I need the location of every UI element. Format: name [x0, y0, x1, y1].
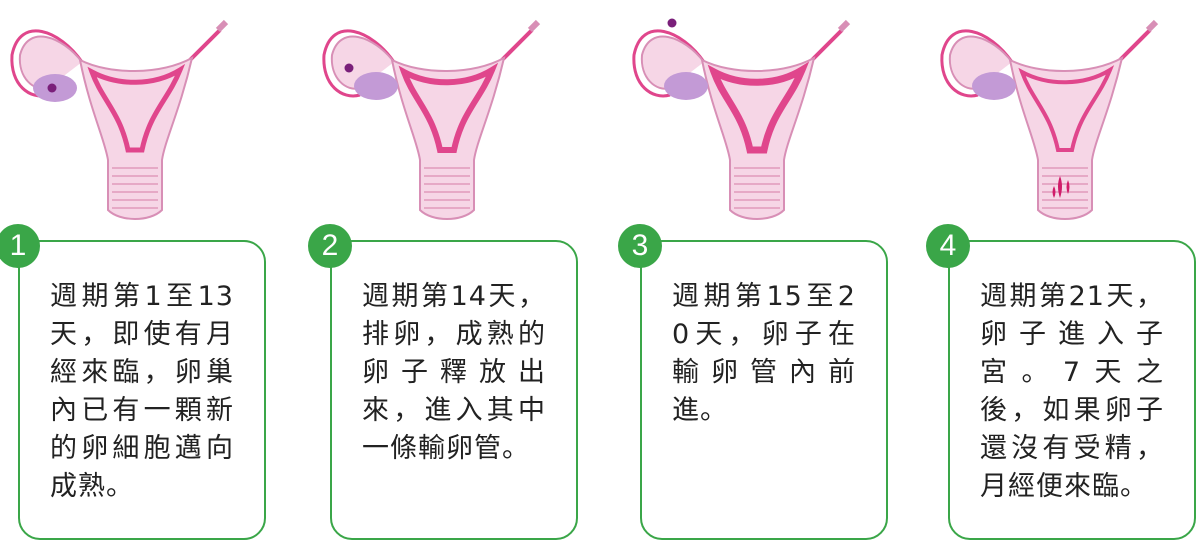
step-number-badge: 4 [926, 224, 970, 268]
step-number-badge: 3 [618, 224, 662, 268]
step-panel-4: 4 週期第21天，卵子進入子宮。7天之後，如果卵子還沒有受精，月經便來臨。 [930, 0, 1197, 521]
ovary [354, 72, 398, 100]
step-description: 週期第14天，排卵，成熟的卵子釋放出來，進入其中一條輸卵管。 [362, 278, 546, 468]
egg [345, 64, 354, 73]
uterus-illustration-1 [0, 0, 270, 230]
step-description: 週期第15至20天，卵子在輸卵管內前進。 [672, 278, 856, 430]
step-panel-3: 3 週期第15至20天，卵子在輸卵管內前進。 [622, 0, 892, 521]
step-description: 週期第1至13天，即使有月經來臨，卵巢內已有一顆新的卵細胞邁向成熟。 [50, 278, 234, 506]
uterus-illustration-3 [622, 0, 892, 230]
step-card-4: 4 週期第21天，卵子進入子宮。7天之後，如果卵子還沒有受精，月經便來臨。 [948, 240, 1196, 540]
step-description: 週期第21天，卵子進入子宮。7天之後，如果卵子還沒有受精，月經便來臨。 [980, 278, 1164, 506]
step-number-badge: 2 [308, 224, 352, 268]
uterus-illustration-4 [930, 0, 1197, 230]
step-card-2: 2 週期第14天，排卵，成熟的卵子釋放出來，進入其中一條輸卵管。 [330, 240, 578, 540]
egg [668, 19, 677, 28]
ovary [972, 72, 1016, 100]
step-card-1: 1 週期第1至13天，即使有月經來臨，卵巢內已有一顆新的卵細胞邁向成熟。 [18, 240, 266, 540]
step-panel-1: 1 週期第1至13天，即使有月經來臨，卵巢內已有一顆新的卵細胞邁向成熟。 [0, 0, 270, 521]
egg [48, 84, 57, 93]
uterus-illustration-2 [312, 0, 582, 230]
ovary [664, 72, 708, 100]
step-panel-2: 2 週期第14天，排卵，成熟的卵子釋放出來，進入其中一條輸卵管。 [312, 0, 582, 521]
step-card-3: 3 週期第15至20天，卵子在輸卵管內前進。 [640, 240, 888, 540]
step-number-badge: 1 [0, 224, 40, 268]
